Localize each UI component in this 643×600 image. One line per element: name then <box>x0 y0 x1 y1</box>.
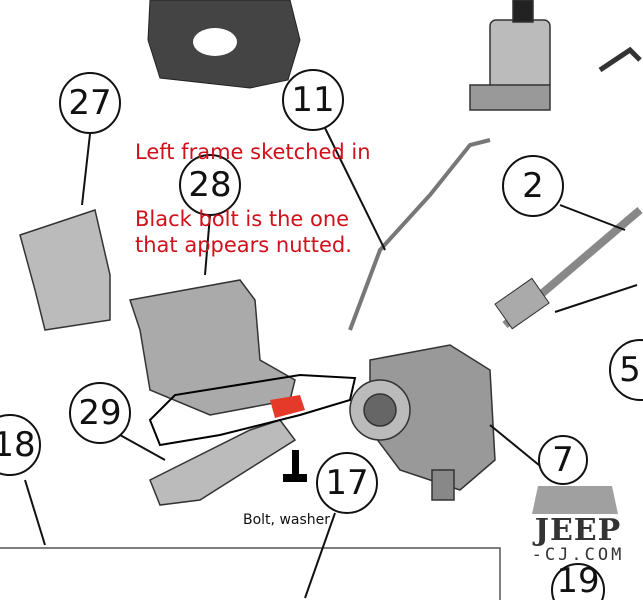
steering-gearbox <box>349 344 496 501</box>
black-bolt <box>283 450 307 482</box>
callout-27-number: 27 <box>68 83 111 123</box>
callout-29-number: 29 <box>78 393 121 433</box>
callout-17-number: 17 <box>325 463 368 503</box>
callout-19-number: 19 <box>556 561 599 600</box>
arrow-29 <box>119 434 166 461</box>
callout-18-number: 18 <box>0 425 36 465</box>
callout-18: 18 <box>0 414 41 476</box>
callout-5: 5 <box>609 339 643 401</box>
callout-28-number: 28 <box>188 165 231 205</box>
bracket-27 <box>19 209 111 331</box>
jeep-cj-watermark: JEEP -CJ.COM <box>526 513 630 565</box>
annotation-line-2: Black bolt is the one <box>135 207 350 231</box>
callout-19: 19 <box>551 561 605 600</box>
sketched-frame <box>148 373 357 447</box>
callout-27: 27 <box>59 72 121 134</box>
power-steering-pump <box>469 0 642 111</box>
callout-11-number: 11 <box>291 80 334 120</box>
pressure-hose <box>348 138 491 331</box>
callout-5-number: 5 <box>619 350 641 390</box>
watermark-domain: -CJ.COM <box>531 545 625 565</box>
arrow-17 <box>304 512 336 599</box>
bracket-28 <box>129 279 296 416</box>
arrow-27 <box>81 133 91 206</box>
callout-11: 11 <box>282 69 344 131</box>
bracket-29 <box>149 419 297 506</box>
arrow-5 <box>554 284 638 313</box>
arrow-2 <box>559 204 626 231</box>
inset-box-border <box>0 547 501 600</box>
callout-29: 29 <box>69 382 131 444</box>
highlighted-part <box>270 395 305 418</box>
annotation-line-1: Left frame sketched in <box>135 140 371 164</box>
arrow-28 <box>204 214 211 276</box>
gasket-hole <box>193 28 237 56</box>
arrow-11 <box>324 127 386 251</box>
logo-badge <box>532 486 618 514</box>
arrow-7 <box>489 424 546 471</box>
watermark-brand: JEEP <box>534 513 622 548</box>
callout-2: 2 <box>502 155 564 217</box>
arrow-18 <box>24 479 46 546</box>
callout-2-number: 2 <box>522 166 544 206</box>
callout-17: 17 <box>316 452 378 514</box>
callout-7-number: 7 <box>552 440 574 480</box>
callout-28: 28 <box>179 154 241 216</box>
bolt-label: Bolt, washer <box>243 512 331 528</box>
annotation-line-3: that appears nutted. <box>135 233 352 257</box>
callout-7: 7 <box>538 435 588 485</box>
shaft-coupler <box>494 277 550 330</box>
leader-arrows <box>24 127 638 599</box>
